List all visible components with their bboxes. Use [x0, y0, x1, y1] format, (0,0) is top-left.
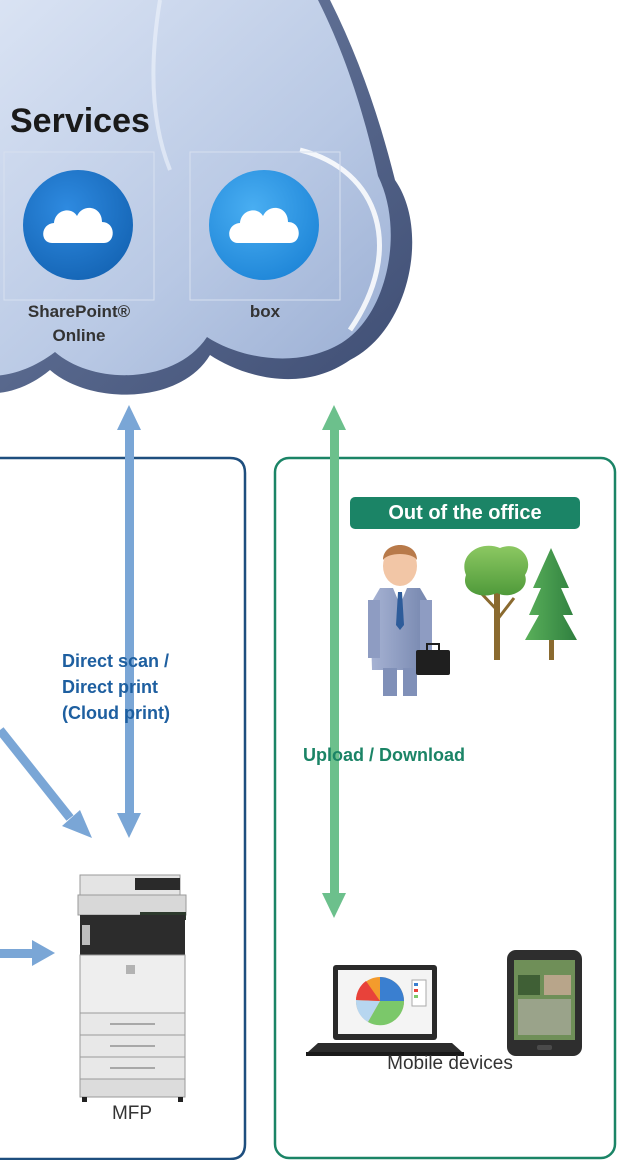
- upload-arrow: [322, 405, 346, 918]
- sharepoint-label: SharePoint® Online: [4, 300, 154, 348]
- mfp-label: MFP: [111, 1103, 153, 1124]
- pine-tree: [525, 548, 577, 660]
- services-title: Services: [10, 102, 150, 140]
- box-cloud-icon: [209, 170, 319, 280]
- direct-arrow: [117, 405, 141, 838]
- horizontal-arrow: [0, 940, 55, 966]
- mobile-devices-label: Mobile devices: [387, 1053, 513, 1074]
- laptop-device: [306, 965, 464, 1056]
- deciduous-tree: [464, 545, 529, 660]
- sharepoint-label-line1: SharePoint®: [27, 302, 131, 321]
- direct-flow-line-3: (Cloud print): [62, 703, 170, 723]
- cloud-shape: [0, 0, 413, 395]
- direct-flow-label: Direct scan / Direct print (Cloud print): [62, 648, 212, 726]
- diagonal-arrow: [0, 727, 92, 838]
- sharepoint-cloud-icon: [23, 170, 133, 280]
- out-of-office-badge: Out of the office: [350, 497, 580, 529]
- businessman-figure: [368, 545, 450, 696]
- sharepoint-label-line2: Online: [52, 326, 106, 345]
- tablet-device: [507, 950, 582, 1056]
- mfp-device: [77, 874, 187, 1102]
- office-box: [0, 456, 247, 1160]
- upload-download-label: Upload / Download: [303, 745, 465, 765]
- direct-flow-line-1: Direct scan /: [62, 651, 170, 671]
- box-label: box: [249, 302, 281, 321]
- outside-box: [273, 456, 617, 1160]
- direct-flow-line-2: Direct print: [62, 677, 159, 697]
